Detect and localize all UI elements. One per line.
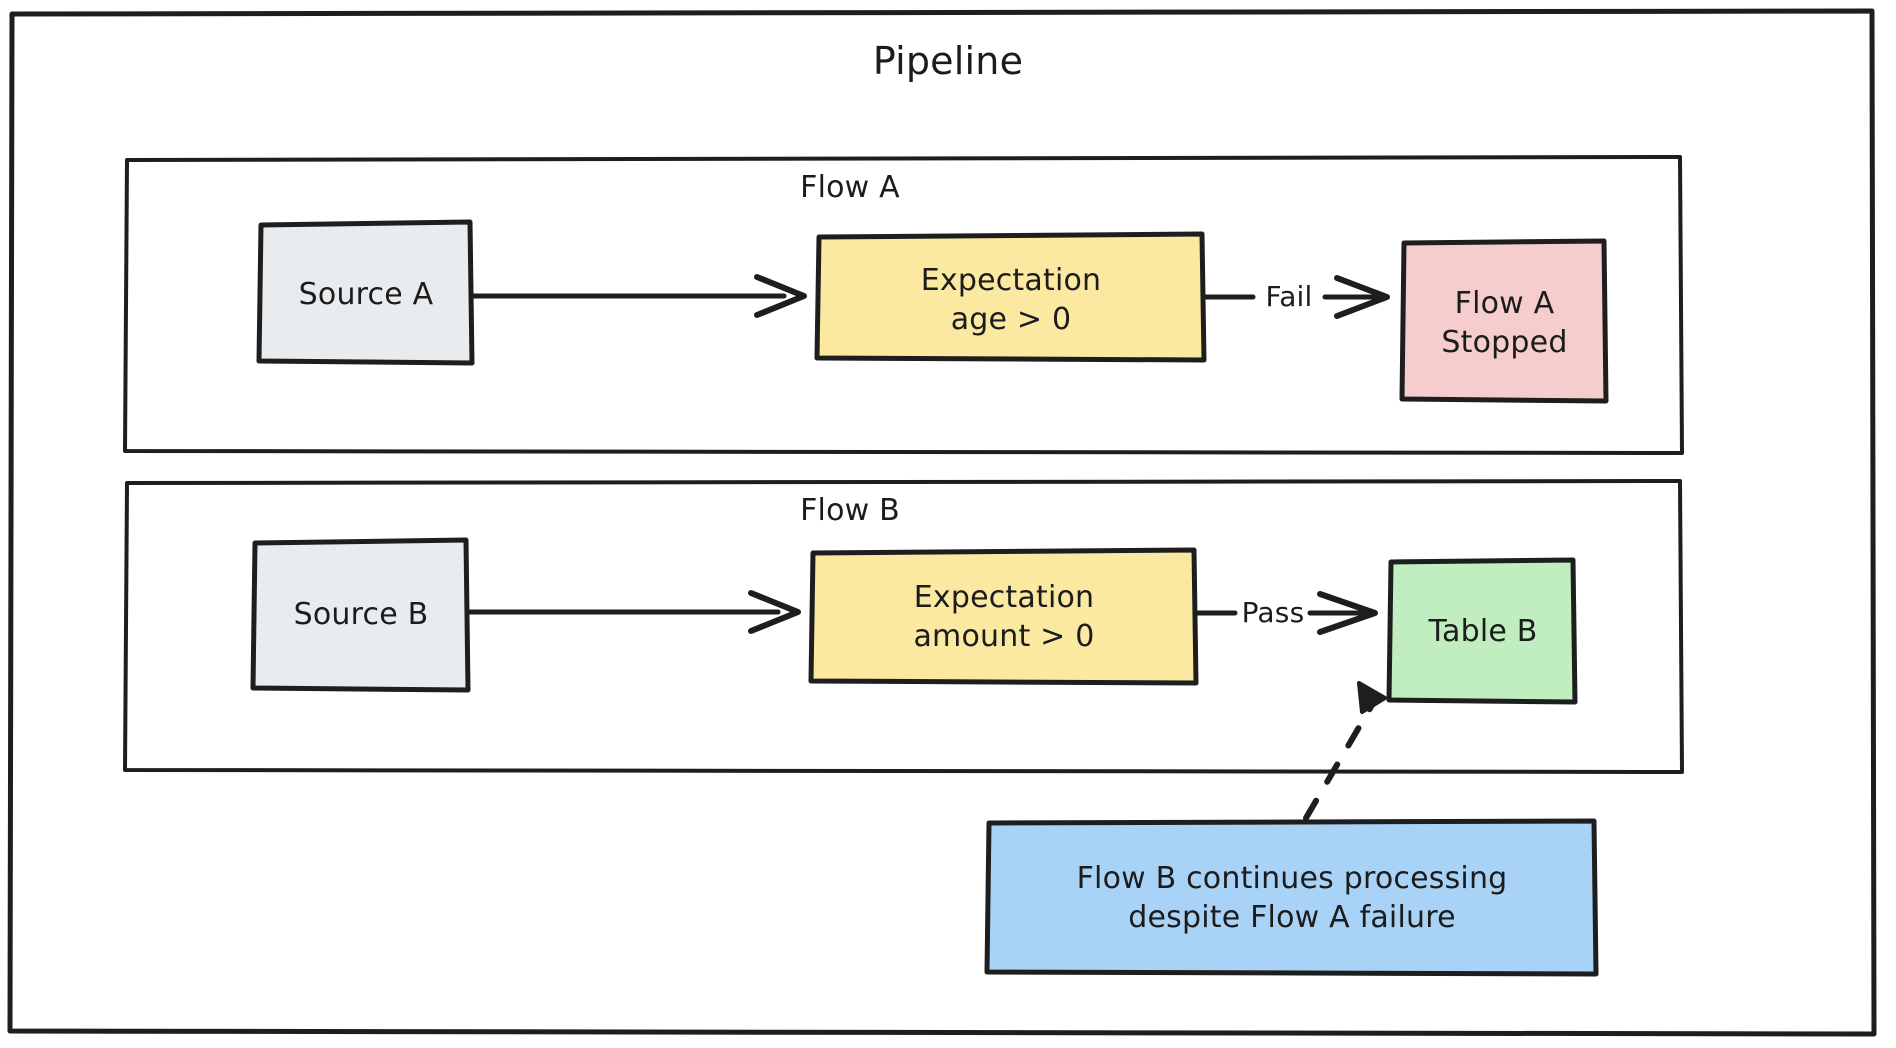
edge-expectation-b-to-table-b <box>1194 591 1378 635</box>
edge-note-to-table-b-dashed <box>1303 681 1387 821</box>
node-expectation-a[interactable] <box>814 231 1207 363</box>
node-note[interactable] <box>984 818 1599 977</box>
node-source-a[interactable] <box>256 219 475 366</box>
node-source-b[interactable] <box>250 537 471 693</box>
edge-source-a-to-expectation-a <box>469 274 807 318</box>
container-pipeline[interactable] <box>7 8 1877 1037</box>
node-table-b[interactable] <box>1386 557 1578 705</box>
container-flow-a[interactable] <box>123 155 1684 455</box>
node-flow-a-stopped[interactable] <box>1399 238 1609 404</box>
node-expectation-b[interactable] <box>808 547 1199 686</box>
container-flow-b[interactable] <box>123 479 1684 774</box>
edge-source-b-to-expectation-b <box>465 590 801 634</box>
edge-expectation-a-to-flow-a-stopped <box>1202 275 1390 319</box>
